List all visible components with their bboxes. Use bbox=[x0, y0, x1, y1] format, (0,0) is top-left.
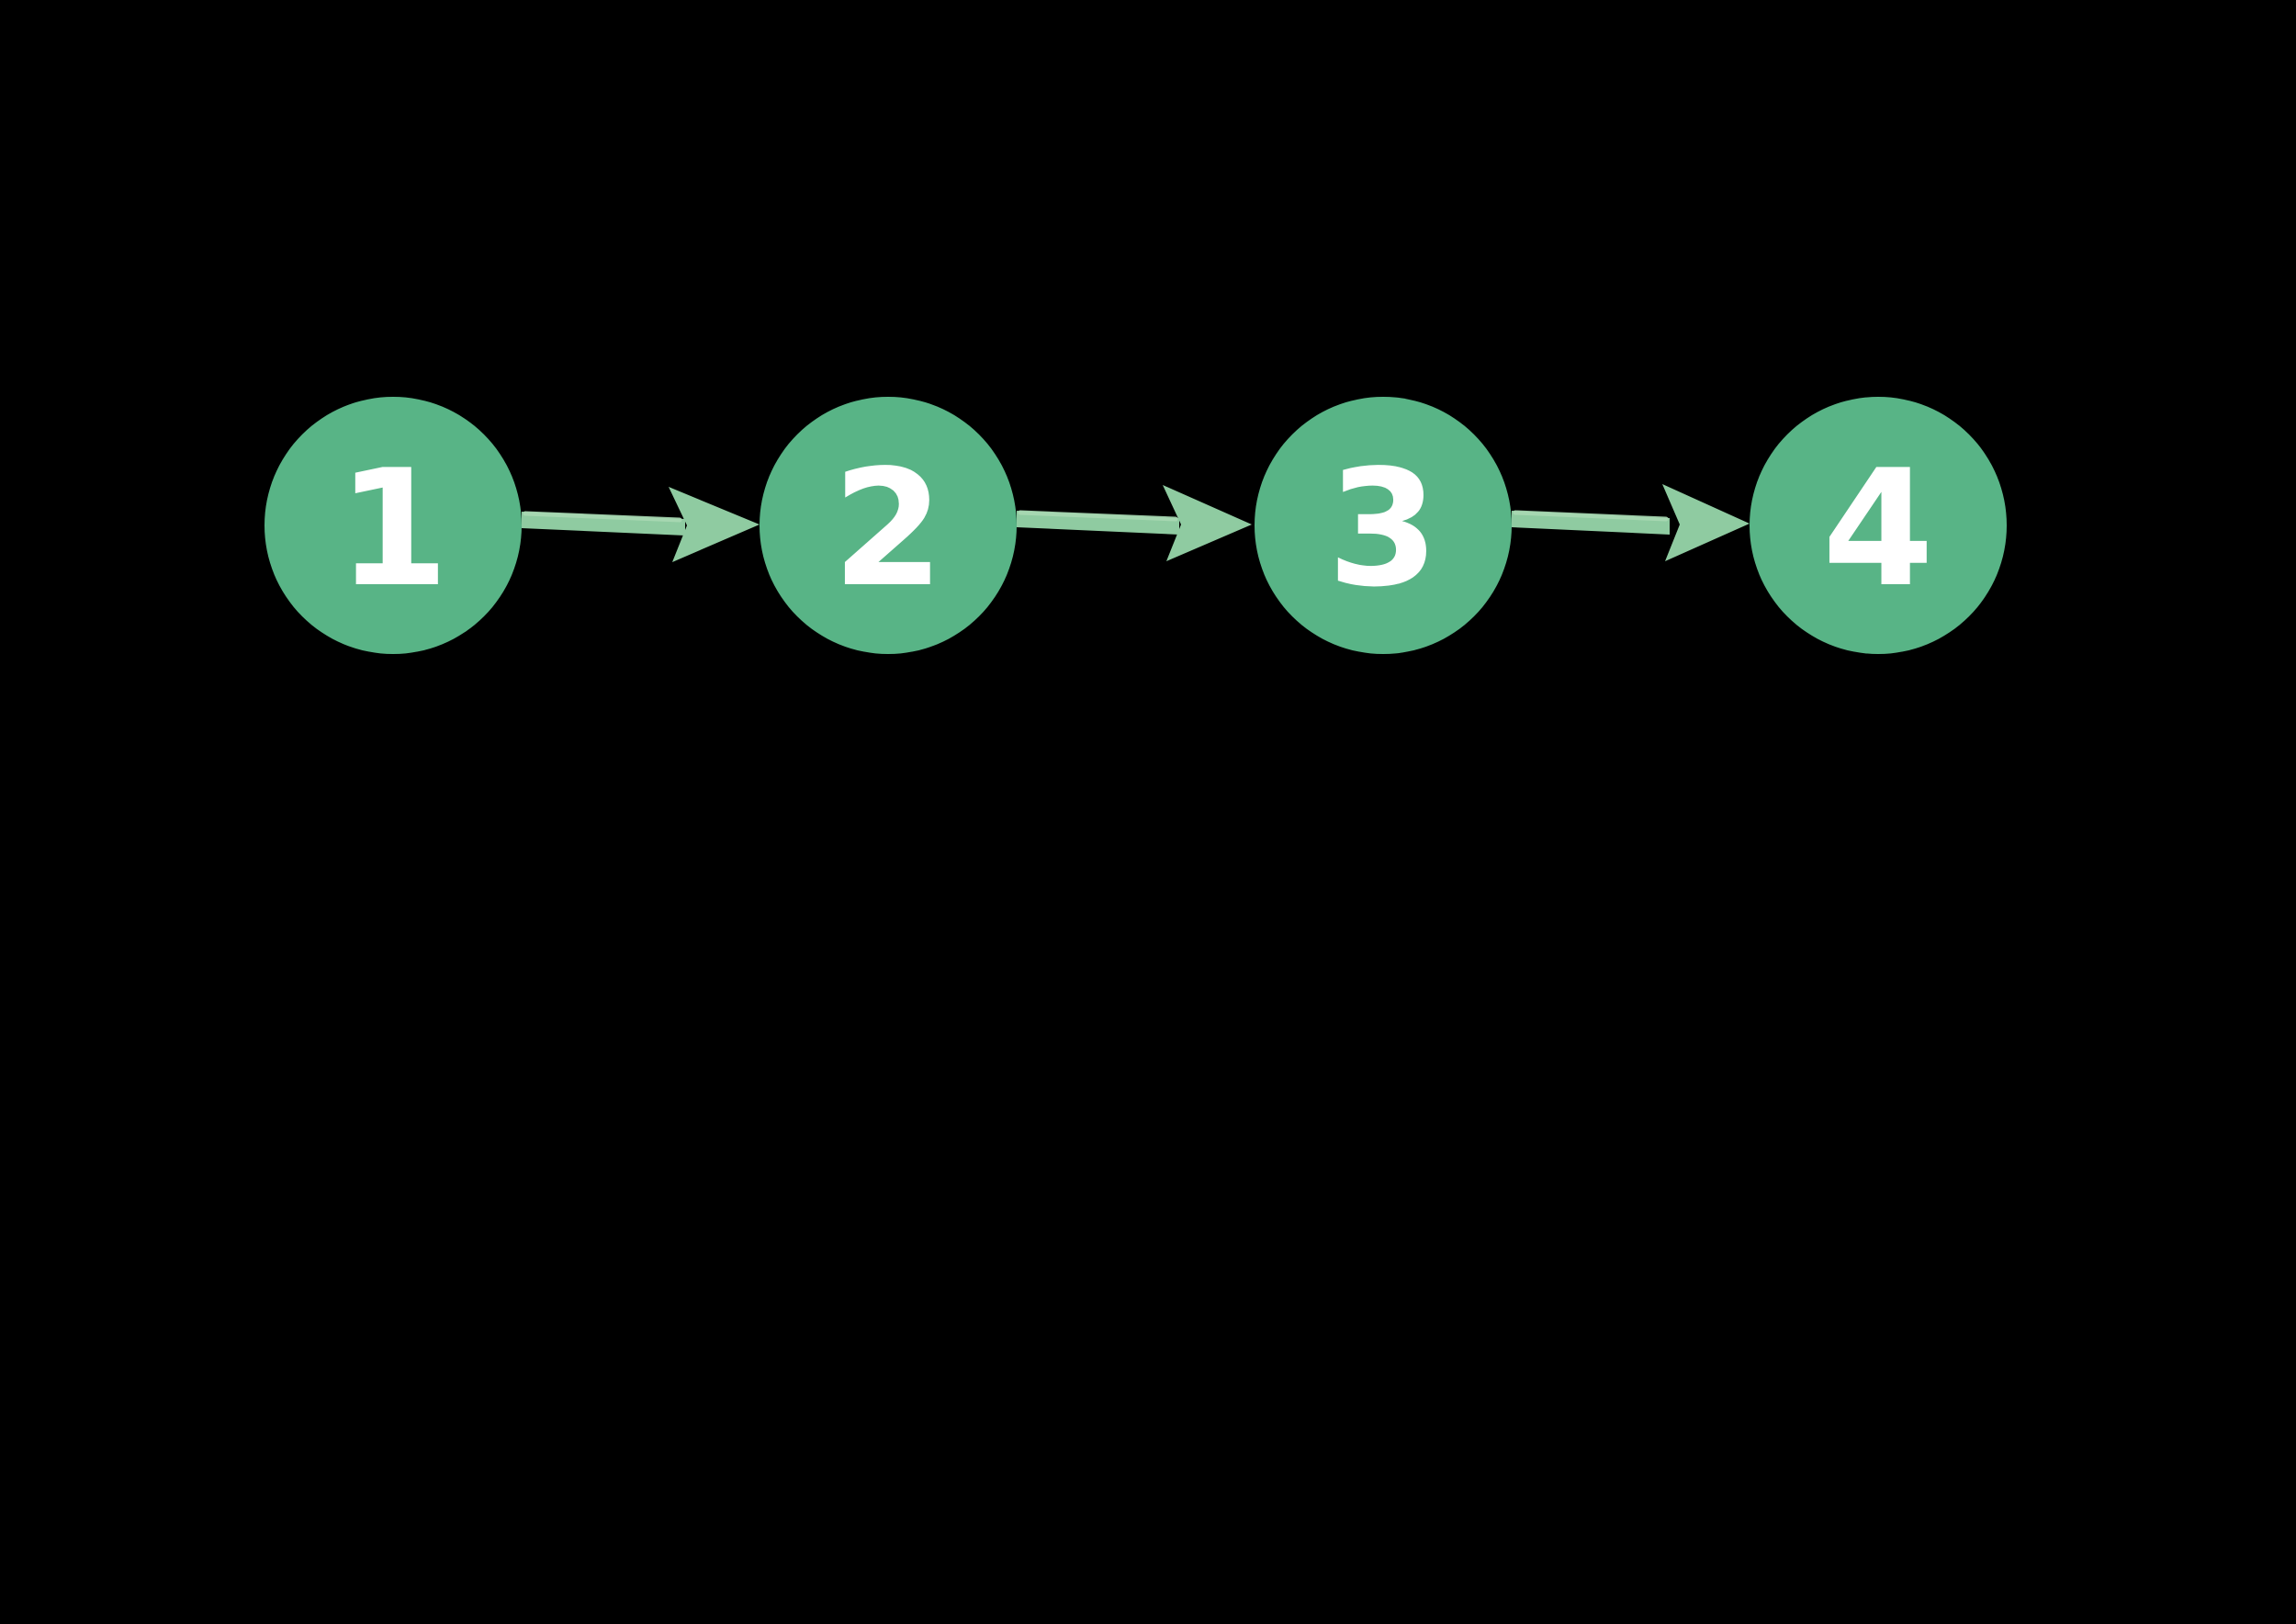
step-label-3: 3 bbox=[1327, 436, 1439, 623]
step-node-2: 2 bbox=[760, 397, 1017, 654]
step-circle-1 bbox=[264, 397, 522, 654]
step-label-1: 1 bbox=[337, 436, 449, 623]
arrow-head bbox=[669, 487, 760, 562]
arrow-highlight bbox=[523, 511, 682, 523]
arrow-highlight bbox=[1018, 510, 1178, 522]
arrow-1-2-icon bbox=[522, 487, 760, 562]
arrow-head bbox=[1163, 485, 1252, 561]
arrow-2-3-icon bbox=[1017, 485, 1252, 561]
step-circle-2 bbox=[760, 397, 1017, 654]
step-circle-3 bbox=[1255, 397, 1512, 654]
step-circle-4 bbox=[1750, 397, 2007, 654]
arrow-3-4-icon bbox=[1512, 484, 1750, 561]
step-node-1: 1 bbox=[264, 397, 522, 654]
arrow-highlight bbox=[1513, 510, 1669, 522]
step-node-3: 3 bbox=[1255, 397, 1512, 654]
step-label-4: 4 bbox=[1822, 436, 1934, 623]
step-node-4: 4 bbox=[1750, 397, 2007, 654]
arrow-head bbox=[1662, 484, 1750, 561]
step-label-2: 2 bbox=[832, 436, 944, 623]
